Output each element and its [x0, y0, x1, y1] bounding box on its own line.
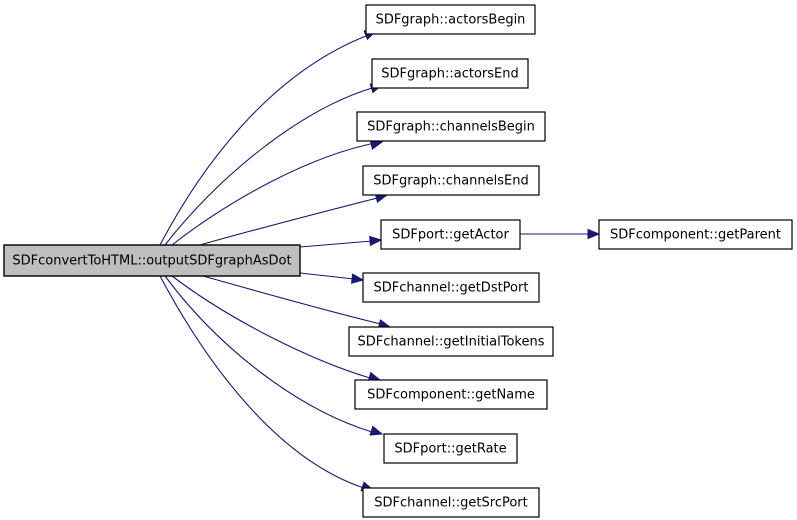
nodes-layer: SDFconvertToHTML::outputSDFgraphAsDotSDF…: [3, 4, 793, 518]
node-box: [365, 4, 536, 35]
edge-line: [164, 275, 373, 433]
edge-root-to-getDstPort: [299, 272, 365, 284]
node-label: SDFchannel::getInitialTokens: [357, 335, 544, 350]
node-channelsEnd[interactable]: SDFgraph::channelsEnd: [362, 165, 540, 196]
edge-line: [199, 195, 386, 246]
node-label: SDFchannel::getSrcPort: [374, 496, 528, 511]
edge-root-to-getActor: [299, 235, 383, 248]
arrowhead-icon: [369, 425, 384, 436]
node-getName[interactable]: SDFcomponent::getName: [354, 379, 548, 410]
node-getActor[interactable]: SDFport::getActor: [380, 219, 521, 250]
node-box: [354, 379, 548, 410]
node-label: SDFgraph::actorsBegin: [376, 13, 526, 28]
edge-line: [171, 275, 371, 379]
node-label: SDFcomponent::getName: [367, 388, 535, 403]
arrowhead-icon: [369, 235, 383, 247]
node-box: [356, 111, 546, 142]
edge-line: [171, 141, 381, 246]
node-label: SDFgraph::actorsEnd: [381, 67, 519, 82]
node-box: [598, 219, 793, 250]
node-actorsBegin[interactable]: SDFgraph::actorsBegin: [365, 4, 536, 35]
edge-root-to-getSrcPort: [159, 275, 375, 492]
node-box: [3, 244, 301, 277]
node-label: SDFcomponent::getParent: [610, 228, 781, 243]
node-box: [380, 219, 521, 250]
node-box: [371, 58, 529, 89]
edge-line: [299, 240, 373, 248]
node-label: SDFport::getRate: [394, 442, 506, 457]
node-root: SDFconvertToHTML::outputSDFgraphAsDot: [3, 244, 301, 277]
node-getParent[interactable]: SDFcomponent::getParent: [598, 219, 793, 250]
node-label: SDFport::getActor: [392, 228, 509, 243]
edge-line: [299, 272, 355, 280]
node-box: [362, 487, 540, 518]
edge-line: [159, 35, 367, 246]
edge-root-to-actorsEnd: [164, 83, 384, 246]
node-getSrcPort[interactable]: SDFchannel::getSrcPort: [362, 487, 540, 518]
node-label: SDFconvertToHTML::outputSDFgraphAsDot: [12, 254, 291, 269]
edge-root-to-getInitialTokens: [202, 275, 392, 330]
node-getRate[interactable]: SDFport::getRate: [383, 433, 518, 464]
edge-root-to-channelsEnd: [199, 192, 389, 246]
node-label: SDFgraph::channelsBegin: [367, 120, 535, 135]
node-label: SDFgraph::channelsEnd: [373, 174, 528, 189]
node-getDstPort[interactable]: SDFchannel::getDstPort: [362, 272, 540, 303]
node-actorsEnd[interactable]: SDFgraph::actorsEnd: [371, 58, 529, 89]
arrowhead-icon: [350, 273, 365, 284]
node-getInitialTokens[interactable]: SDFchannel::getInitialTokens: [348, 326, 554, 357]
edge-line: [202, 275, 386, 326]
edge-line: [159, 275, 365, 489]
node-box: [362, 165, 540, 196]
node-box: [348, 326, 554, 357]
edge-root-to-channelsBegin: [171, 139, 384, 246]
node-channelsBegin[interactable]: SDFgraph::channelsBegin: [356, 111, 546, 142]
edge-root-to-getRate: [164, 275, 384, 436]
edge-line: [164, 87, 373, 246]
edge-getActor-to-getParent: [520, 228, 601, 240]
node-box: [383, 433, 518, 464]
node-box: [362, 272, 540, 303]
node-label: SDFchannel::getDstPort: [374, 281, 529, 296]
arrowhead-icon: [587, 228, 601, 240]
